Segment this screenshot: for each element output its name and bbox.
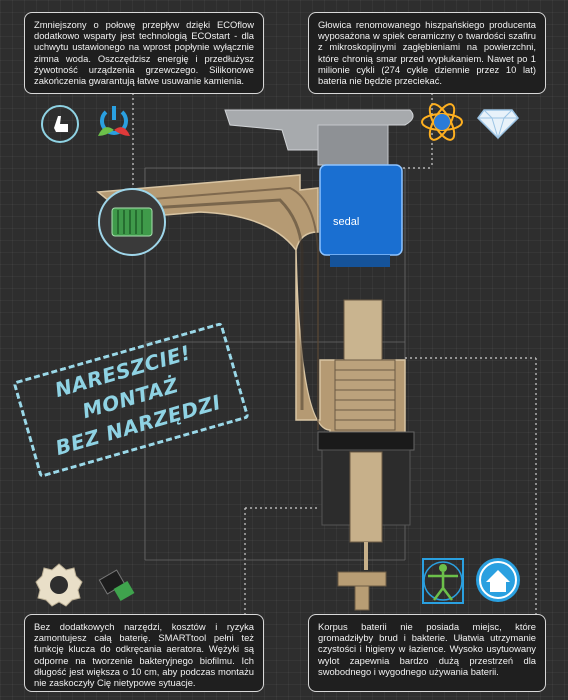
diamond-icon: [476, 100, 520, 145]
info-text-ecoflow: Zmniejszony o połowę przepływ dzięki ECO…: [34, 19, 254, 87]
gear-nut-icon: [34, 560, 84, 613]
house-icon: [474, 556, 522, 609]
info-box-cartridge: Głowica renomowanego hiszpańskiego produ…: [308, 12, 546, 94]
vitruvian-man-icon: [420, 556, 466, 611]
info-box-ecoflow: Zmniejszony o połowę przepływ dzięki ECO…: [24, 12, 264, 94]
atom-icon: [418, 98, 466, 151]
info-text-mounting: Bez dodatkowych narzędzi, kosztów i ryzy…: [34, 621, 254, 689]
info-box-hygiene: Korpus baterii nie posiada miejsc, które…: [308, 614, 546, 692]
smart-tool-icon: [96, 564, 136, 609]
power-leaf-icon: [92, 100, 136, 149]
info-text-cartridge: Głowica renomowanego hiszpańskiego produ…: [318, 19, 536, 87]
info-box-mounting: Bez dodatkowych narzędzi, kosztów i ryzy…: [24, 614, 264, 692]
touch-eco-icon: [40, 104, 80, 149]
info-text-hygiene: Korpus baterii nie posiada miejsc, które…: [318, 621, 536, 677]
cartridge-brand-text: sedal: [333, 216, 359, 228]
